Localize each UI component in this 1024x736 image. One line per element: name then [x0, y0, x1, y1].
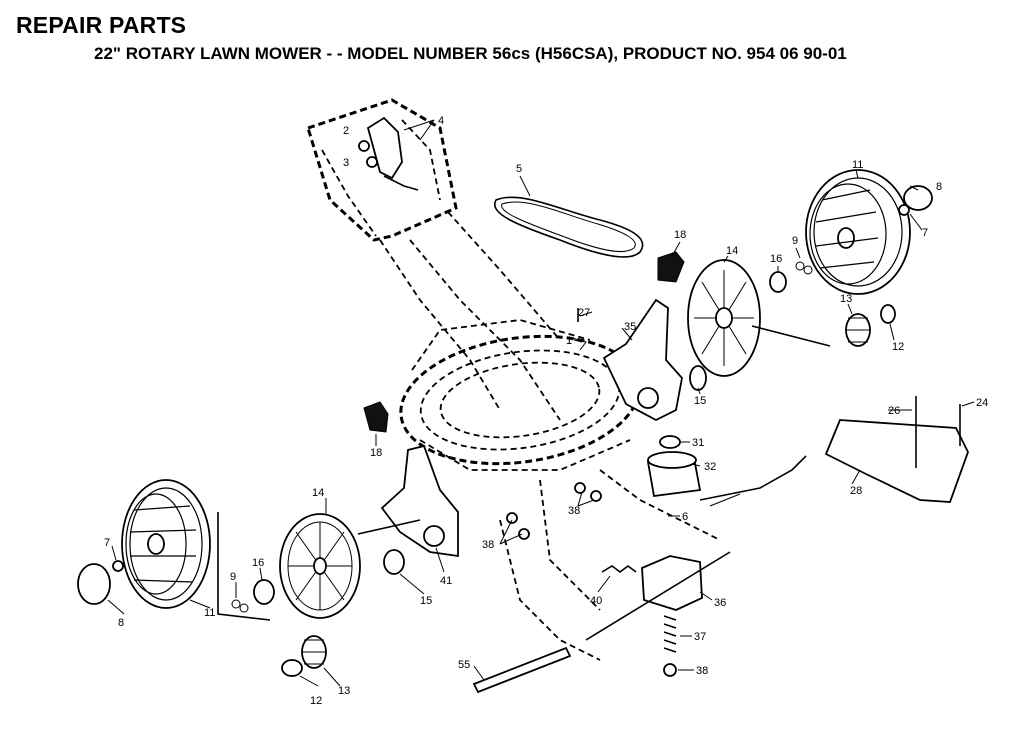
callout-11-left: 11 [204, 607, 215, 619]
bearing-right [689, 365, 707, 391]
callout-5: 5 [516, 163, 522, 175]
callout-1: 1 [566, 335, 572, 347]
transmission-36 [585, 551, 731, 641]
callout-27: 27 [578, 307, 590, 319]
callout-4: 4 [438, 115, 444, 127]
nut-38-lower [663, 663, 677, 677]
rear-baffle [824, 419, 969, 503]
axle-link-right [751, 325, 831, 347]
callout-31: 31 [692, 437, 704, 449]
callout-12-left: 12 [310, 695, 322, 707]
callout-36: 36 [714, 597, 726, 609]
callout-2: 2 [343, 125, 349, 137]
callout-16-right: 16 [770, 253, 782, 265]
nut-38-mid-a [574, 482, 586, 494]
callout-16-left: 16 [252, 557, 264, 569]
retainer-ring-right [880, 304, 896, 324]
callout-41: 41 [440, 575, 452, 587]
callout-9-right: 9 [792, 235, 798, 247]
callout-8-left: 8 [118, 617, 124, 629]
clip-1 [571, 337, 587, 351]
callout-leaders [107, 119, 975, 687]
grip-right [657, 251, 685, 283]
callout-35: 35 [624, 321, 636, 333]
callout-6: 6 [682, 511, 688, 523]
page-title: REPAIR PARTS [16, 12, 187, 38]
callout-7-left: 7 [104, 537, 110, 549]
grip-left [363, 401, 389, 433]
wheel-cap-right [903, 185, 933, 211]
callout-14-right: 14 [726, 245, 738, 257]
clip-left [231, 599, 249, 613]
height-adjuster-left [357, 444, 459, 558]
callout-13-right: 13 [840, 293, 852, 305]
drive-wheel-cover-right [687, 259, 761, 377]
callout-38-left: 38 [482, 539, 494, 551]
drive-belt [493, 196, 644, 258]
rear-wheel-left [121, 479, 211, 609]
nut-38-left-b [518, 528, 530, 540]
pinion-left [301, 635, 327, 669]
drive-rod-55 [472, 646, 572, 694]
callout-13-left: 13 [338, 685, 350, 697]
clip-right [795, 261, 813, 275]
rear-wheel-right [805, 169, 911, 295]
callout-18-left: 18 [370, 447, 382, 459]
wheel-bolt-right [898, 204, 910, 216]
control-cable [699, 455, 807, 501]
gear-housing-32 [646, 451, 702, 498]
wheel-cap-left [77, 563, 111, 605]
callout-24: 24 [976, 397, 988, 409]
washer-right [769, 271, 787, 293]
height-adjuster-right [602, 298, 683, 422]
retainer-ring-left [281, 659, 303, 677]
spring-40 [601, 565, 637, 573]
callout-55: 55 [458, 659, 470, 671]
pinion-right [845, 313, 871, 347]
washer-left [253, 579, 275, 605]
callout-11-right: 11 [852, 159, 863, 171]
cable-spring [709, 493, 741, 507]
callout-7-right: 7 [922, 227, 928, 239]
callout-14-left: 14 [312, 487, 324, 499]
callout-40: 40 [590, 595, 602, 607]
page-subtitle: 22" ROTARY LAWN MOWER - - MODEL NUMBER 5… [94, 44, 847, 63]
callout-15-right: 15 [694, 395, 706, 407]
control-lever [358, 116, 419, 191]
callout-18-right: 18 [674, 229, 686, 241]
wheel-bolt-left [112, 560, 124, 572]
callout-26: 26 [888, 405, 900, 417]
cap-31 [659, 435, 681, 449]
axle-link-left [217, 512, 271, 621]
nut-38-left-a [506, 512, 518, 524]
spring-37 [663, 615, 677, 653]
callout-38-lower: 38 [696, 665, 708, 677]
nut-38-mid-b [590, 490, 602, 502]
callout-15-left: 15 [420, 595, 432, 607]
handle-phantom [306, 98, 561, 421]
drive-wheel-cover-left [279, 513, 361, 619]
callout-38-mid: 38 [568, 505, 580, 517]
bearing-left [383, 549, 405, 575]
callout-3: 3 [343, 157, 349, 169]
callout-9-left: 9 [230, 571, 236, 583]
callout-32: 32 [704, 461, 716, 473]
callout-8-right: 8 [936, 181, 942, 193]
callout-28: 28 [850, 485, 862, 497]
callout-12-right: 12 [892, 341, 904, 353]
callout-37: 37 [694, 631, 706, 643]
